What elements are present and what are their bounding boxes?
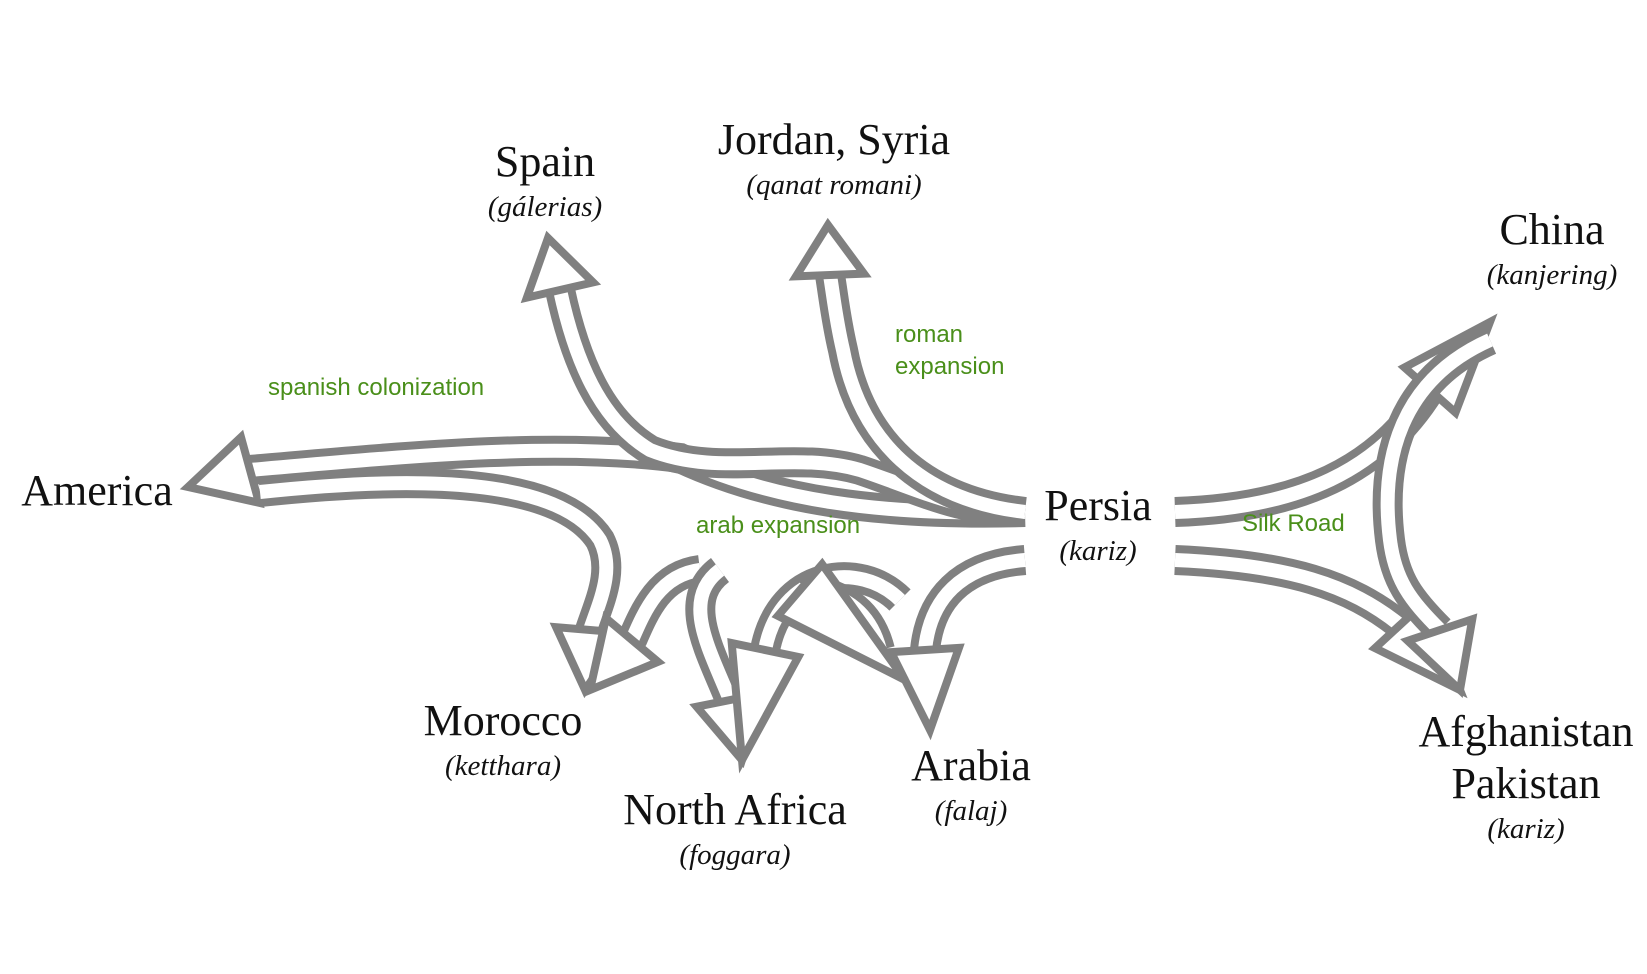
node-north-africa: North Africa (foggara) [623, 784, 847, 874]
node-local-name: (falaj) [934, 795, 1008, 827]
node-local-name: (qanat romani) [746, 169, 922, 201]
route-text: spanish colonization [268, 374, 485, 401]
arrow-china-to-afghanistan-body [1380, 333, 1493, 635]
node-morocco: Morocco (ketthara) [424, 695, 583, 785]
arrow-persia-to-arabia-head [884, 643, 965, 741]
arrow-china-to-afghanistan-head [1400, 613, 1478, 699]
node-name: Arabia [911, 741, 1031, 790]
node-america: America [21, 465, 172, 517]
node-local-name: (kariz) [1059, 535, 1137, 567]
node-name: Spain [494, 137, 596, 186]
arrow-arabia-loop [771, 557, 909, 684]
arrow-persia-to-spain-head [520, 230, 602, 304]
route-text: arab expansion [696, 512, 861, 539]
node-name: Jordan, Syria [717, 115, 951, 164]
route-text-line-2: expansion [895, 353, 1005, 380]
arrow-america-to-morocco-body [259, 476, 614, 633]
node-spain: Spain (gálerias) [488, 136, 602, 226]
arrow-arab-to-morocco-head [584, 610, 666, 697]
route-text-line-1: roman [895, 321, 964, 348]
node-local-name: (kanjering) [1486, 259, 1618, 291]
arrow-arab-to-north-africa-body [693, 564, 737, 703]
arrow-persia-to-afghanistan-body [1174, 553, 1405, 631]
arrow-persia-to-arabia-body [918, 553, 1026, 651]
node-afghanistan-pakistan: Afghanistan Pakistan (kariz) [1418, 706, 1633, 848]
node-local-name: (gálerias) [487, 191, 603, 223]
node-local-name: (ketthara) [445, 750, 561, 782]
node-local-name: (kariz) [1487, 813, 1565, 845]
arrow-arab-to-north-africa-2-head [727, 638, 805, 774]
node-name: North Africa [623, 785, 847, 834]
arrow-persia-to-jordan-syria-head [788, 217, 872, 281]
route-text: Silk Road [1242, 510, 1345, 537]
arrow-persia-to-jordan-syria-body [823, 273, 1026, 519]
route-label-silk-road: Silk Road [1242, 508, 1345, 540]
node-name: Persia [1044, 481, 1152, 530]
node-name-second-line: Pakistan [1451, 759, 1601, 808]
node-name: China [1499, 205, 1605, 254]
arrow-persia-to-america-head [179, 429, 265, 509]
node-name: Afghanistan [1418, 707, 1634, 756]
route-label-roman-expansion: roman expansion [895, 319, 1004, 383]
arrow-america-to-morocco [258, 468, 632, 699]
arrow-arab-to-morocco [584, 555, 703, 697]
arrow-persia-to-jordan-syria [788, 217, 1027, 527]
arrow-group [179, 217, 1498, 774]
route-label-spanish-colonization: spanish colonization [268, 372, 484, 404]
node-arabia: Arabia (falaj) [911, 740, 1031, 830]
node-persia: Persia (kariz) [1044, 480, 1152, 570]
node-name: America [21, 466, 173, 515]
node-china: China (kanjering) [1487, 204, 1617, 294]
arrow-china-to-afghanistan [1372, 326, 1497, 699]
node-jordan-syria: Jordan, Syria (qanat romani) [718, 114, 950, 204]
route-label-arab-expansion: arab expansion [696, 510, 860, 542]
arrow-arab-to-morocco-body [625, 563, 702, 643]
node-local-name: (foggara) [679, 839, 791, 871]
arrow-persia-to-arabia [884, 545, 1027, 741]
node-name: Morocco [423, 696, 583, 745]
arrow-arabia-loop-head [771, 557, 909, 684]
